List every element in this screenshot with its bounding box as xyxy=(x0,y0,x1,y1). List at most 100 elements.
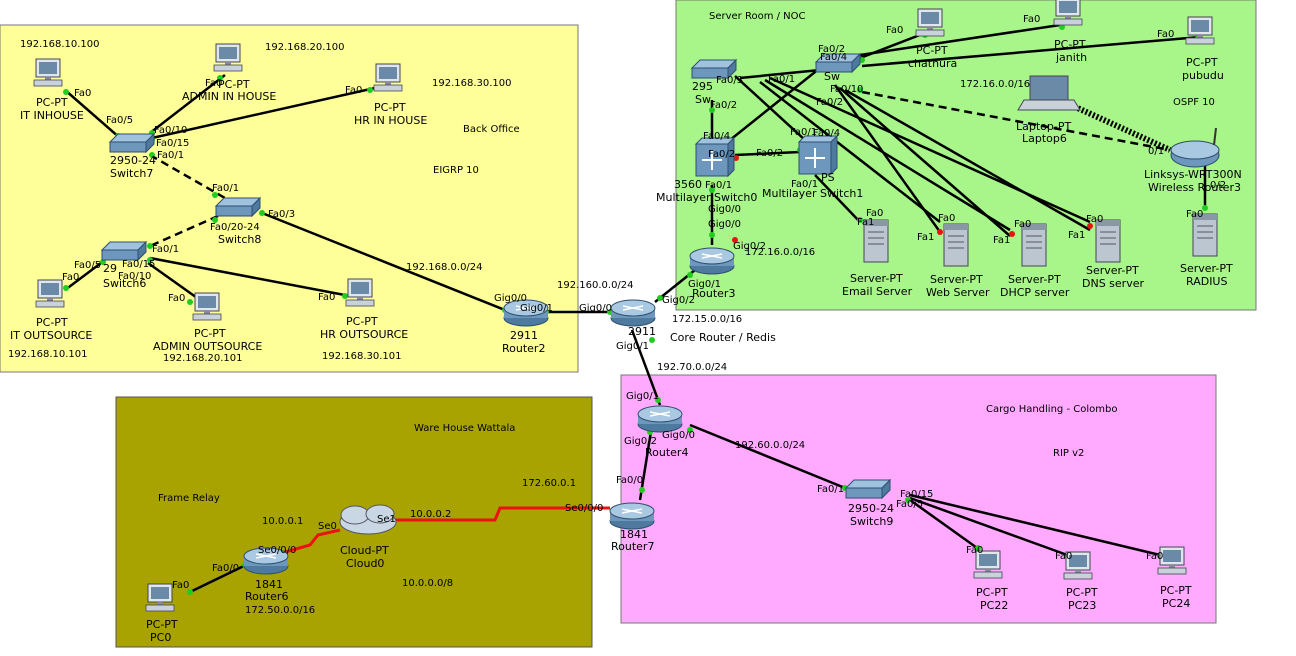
pc-icon[interactable] xyxy=(373,63,403,92)
device-name-label: janith xyxy=(1055,51,1087,64)
network-label: 192.168.0.0/24 xyxy=(406,262,483,273)
network-label: 172.15.0.0/16 xyxy=(672,314,742,325)
cargo-protocol: RIP v2 xyxy=(1053,448,1084,459)
device-type-label: PC-PT xyxy=(1066,586,1098,599)
port-label: Fa0 xyxy=(1086,214,1103,225)
device-type-label: PC-PT xyxy=(218,78,250,91)
port-label: Gig0/1 xyxy=(626,391,659,402)
pc-icon[interactable] xyxy=(1053,0,1083,26)
switch-icon[interactable] xyxy=(845,479,891,499)
device-model-label: 2950-24 xyxy=(110,154,156,167)
pc-icon[interactable] xyxy=(35,279,65,308)
pc-icon[interactable] xyxy=(345,278,375,307)
link-router4-switch9 xyxy=(689,423,851,492)
router-icon[interactable] xyxy=(609,502,655,530)
network-label: 10.0.0.0/8 xyxy=(402,578,453,589)
port-label: Fa1 xyxy=(1068,230,1085,241)
router-icon[interactable] xyxy=(610,299,656,327)
server-icon[interactable] xyxy=(943,223,969,267)
link-swl-ml1 xyxy=(734,75,806,141)
device-model-label: 2911 xyxy=(510,329,538,342)
port-label: Fa0 xyxy=(886,25,903,36)
port-label: Fa0/10 xyxy=(154,125,187,136)
port-label: Fa0 xyxy=(1157,29,1174,40)
pc-icon[interactable] xyxy=(33,58,63,87)
port-label: Fa0/15 xyxy=(122,259,155,270)
server-icon[interactable] xyxy=(1021,223,1047,267)
serial-cloud-router7 xyxy=(395,506,610,522)
port-label: Fa0 xyxy=(1014,219,1031,230)
pc-icon[interactable] xyxy=(192,292,222,321)
wireless-router-icon[interactable] xyxy=(1170,127,1220,168)
device-name-label: Switch8 xyxy=(218,233,261,246)
device-type-label: PC-PT xyxy=(1186,56,1218,69)
port-label: Fa0/1 xyxy=(212,183,239,194)
device-model-label: PS xyxy=(821,171,835,184)
area-back-office xyxy=(0,24,579,373)
back-office-protocol: EIGRP 10 xyxy=(433,165,479,176)
device-name-label: PC24 xyxy=(1162,597,1190,610)
device-model-label: 1841 xyxy=(620,528,648,541)
server-icon[interactable] xyxy=(1192,213,1218,257)
device-type-label: PC-PT xyxy=(146,618,178,631)
port-label: Fa1 xyxy=(917,232,934,243)
router-icon[interactable] xyxy=(637,405,683,433)
router-icon[interactable] xyxy=(689,247,735,275)
laptop-icon[interactable] xyxy=(1017,75,1081,111)
port-label: Fa0/4 xyxy=(820,52,847,63)
back-office-title: Back Office xyxy=(463,124,520,135)
pc-icon[interactable] xyxy=(213,43,243,72)
device-name-label: Cloud0 xyxy=(346,557,384,570)
port-label: Gig0/2 xyxy=(624,436,657,447)
cloud-icon[interactable] xyxy=(339,504,397,535)
port-label: Fa0 xyxy=(168,293,185,304)
switch-icon[interactable] xyxy=(101,241,147,261)
link-sw9-pc22 xyxy=(909,498,981,552)
port-label: Gig0/1 xyxy=(688,279,721,290)
device-name-label: HR IN HOUSE xyxy=(354,114,427,127)
network-label: 192.70.0.0/24 xyxy=(657,362,727,373)
port-label: Gig0/0 xyxy=(708,204,741,215)
port-label: 0/2 xyxy=(1210,180,1226,191)
switch-icon[interactable] xyxy=(109,133,155,153)
link-hr-outsource xyxy=(149,256,351,298)
port-label: Fa0 xyxy=(1186,209,1203,220)
pc-icon[interactable] xyxy=(145,583,175,612)
port-label: Fa0/1 xyxy=(817,484,844,495)
port-label: Fa0/5 xyxy=(106,115,133,126)
port-label: 0/1 xyxy=(1148,146,1164,157)
port-label: Gig0/1 xyxy=(616,341,649,352)
link-sw9-pc23 xyxy=(909,496,1071,558)
device-type-label: Server-PT xyxy=(930,273,983,286)
port-label: Fa0 xyxy=(938,213,955,224)
port-label: Fa0/10 xyxy=(830,84,863,95)
link-swl-dns xyxy=(769,76,1091,224)
network-label: 192.168.30.100 xyxy=(432,78,512,89)
port-label: Fa0/1 xyxy=(791,179,818,190)
port-label: Fa0/0 xyxy=(212,563,239,574)
device-type-label: Server-PT xyxy=(1086,264,1139,277)
link-swl-web xyxy=(759,81,941,223)
server-icon[interactable] xyxy=(1095,219,1121,263)
device-name-label: Router6 xyxy=(245,590,288,603)
device-name-label: DHCP server xyxy=(1000,286,1070,299)
device-name-label: HR OUTSOURCE xyxy=(320,328,408,341)
port-label: Gig0/2 xyxy=(733,241,766,252)
device-type-label: PC-PT xyxy=(346,315,378,328)
port-label: Fa0/2 xyxy=(708,149,735,160)
link-swl-swt xyxy=(739,68,821,80)
pc-icon[interactable] xyxy=(1185,16,1215,45)
switch-icon[interactable] xyxy=(215,197,261,217)
device-model-label: 295 xyxy=(692,80,713,93)
port-label: Fa0/1 xyxy=(157,150,184,161)
device-name-label: Switch7 xyxy=(110,167,153,180)
port-label: Fa0 xyxy=(966,545,983,556)
multilayer-switch-icon[interactable] xyxy=(798,135,838,175)
link-ml1-email xyxy=(814,174,861,223)
device-type-label: PC-PT xyxy=(1054,38,1086,51)
link-admin-inhouse xyxy=(149,74,226,134)
port-label: Fa0 xyxy=(866,208,883,219)
port-label: Se0/0/0 xyxy=(565,503,603,514)
pc-icon[interactable] xyxy=(915,8,945,37)
